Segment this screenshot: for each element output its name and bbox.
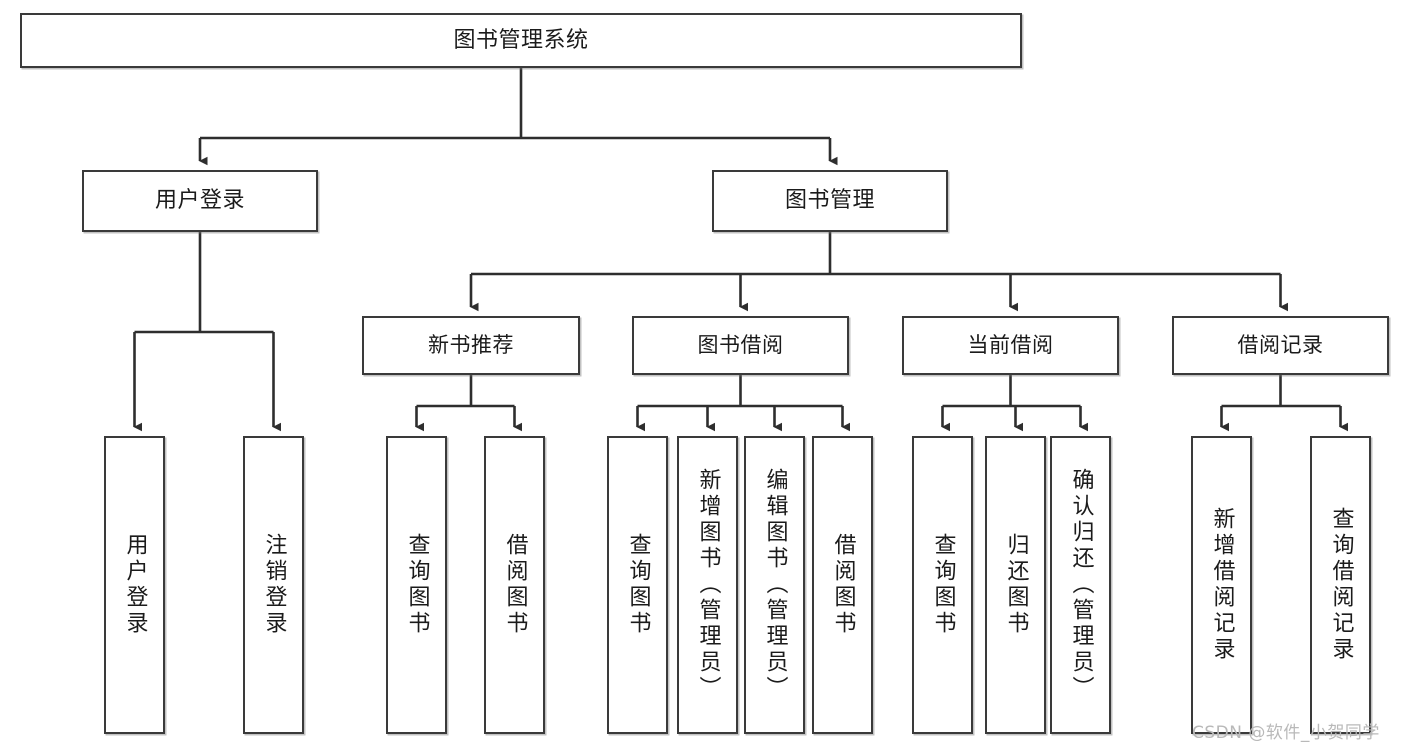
level2-node-2-label: 图书管理 (784, 188, 875, 214)
leaf-node-5-label: 查询图书 (625, 533, 651, 637)
level2-node-1-label: 用户登录 (154, 188, 245, 214)
leaf-node-2[interactable]: 注销登录 (243, 436, 304, 734)
leaf-node-2-label: 注销登录 (261, 533, 287, 637)
leaf-node-12-label: 新增借阅记录 (1209, 507, 1235, 663)
leaf-node-4[interactable]: 借阅图书 (484, 436, 545, 734)
level3-node-1[interactable]: 新书推荐 (362, 316, 580, 375)
leaf-node-12[interactable]: 新增借阅记录 (1191, 436, 1252, 734)
level3-node-4-label: 借阅记录 (1237, 333, 1324, 358)
leaf-node-1[interactable]: 用户登录 (104, 436, 165, 734)
leaf-node-8[interactable]: 借阅图书 (812, 436, 873, 734)
level3-node-2[interactable]: 图书借阅 (632, 316, 849, 375)
leaf-node-1-label: 用户登录 (122, 533, 148, 637)
leaf-node-11-label: 确认归还（管理员） (1068, 468, 1094, 702)
leaf-node-13[interactable]: 查询借阅记录 (1310, 436, 1371, 734)
leaf-node-6-label: 新增图书（管理员） (695, 468, 721, 702)
level3-node-4[interactable]: 借阅记录 (1172, 316, 1389, 375)
level3-node-2-label: 图书借阅 (697, 333, 784, 358)
level2-node-1[interactable]: 用户登录 (82, 170, 318, 232)
leaf-node-10[interactable]: 归还图书 (985, 436, 1046, 734)
leaf-node-3[interactable]: 查询图书 (386, 436, 447, 734)
level2-node-2[interactable]: 图书管理 (712, 170, 948, 232)
leaf-node-4-label: 借阅图书 (502, 533, 528, 637)
leaf-node-13-label: 查询借阅记录 (1328, 507, 1354, 663)
leaf-node-11[interactable]: 确认归还（管理员） (1050, 436, 1111, 734)
leaf-node-3-label: 查询图书 (404, 533, 430, 637)
leaf-node-9[interactable]: 查询图书 (912, 436, 973, 734)
csdn-watermark: CSDN @软件_小贺同学 (1192, 723, 1380, 743)
level3-node-3[interactable]: 当前借阅 (902, 316, 1119, 375)
level3-node-3-label: 当前借阅 (967, 333, 1054, 358)
root-node-book-management-system-label: 图书管理系统 (453, 27, 589, 53)
leaf-node-6[interactable]: 新增图书（管理员） (677, 436, 738, 734)
root-node-book-management-system[interactable]: 图书管理系统 (20, 13, 1022, 68)
leaf-node-8-label: 借阅图书 (830, 533, 856, 637)
leaf-node-7[interactable]: 编辑图书（管理员） (744, 436, 805, 734)
leaf-node-9-label: 查询图书 (930, 533, 956, 637)
leaf-node-5[interactable]: 查询图书 (607, 436, 668, 734)
leaf-node-10-label: 归还图书 (1003, 533, 1029, 637)
leaf-node-7-label: 编辑图书（管理员） (762, 468, 788, 702)
level3-node-1-label: 新书推荐 (428, 333, 514, 358)
